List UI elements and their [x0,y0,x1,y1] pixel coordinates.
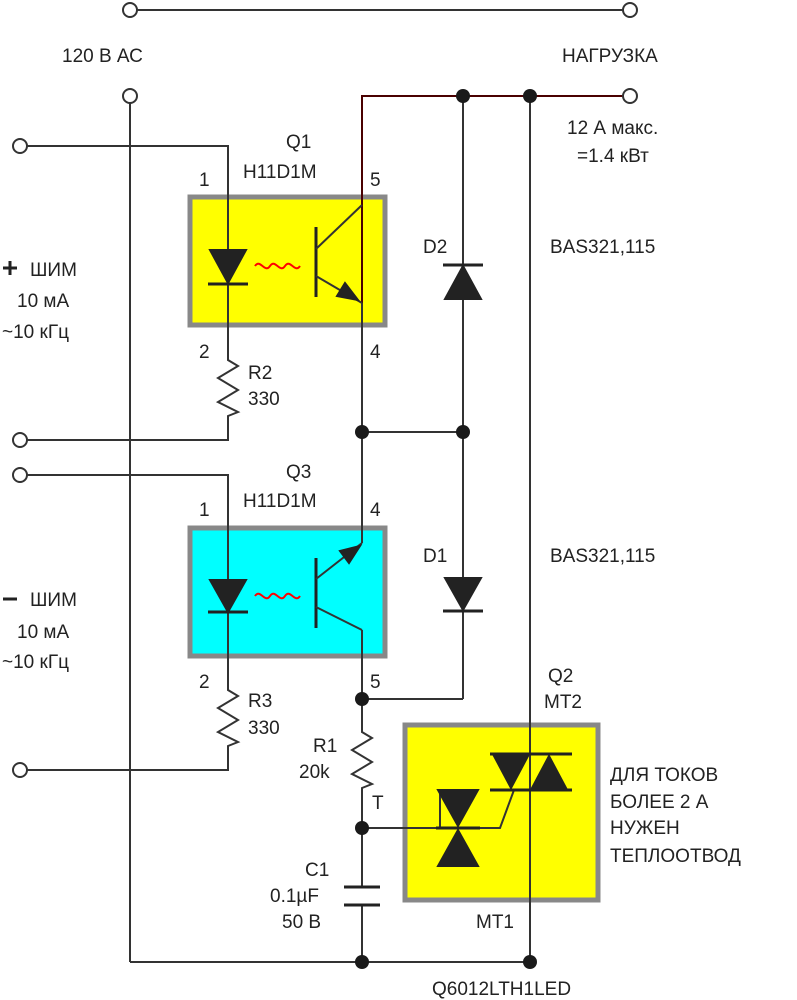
label-q1-name: Q1 [286,132,311,153]
label-q1-pin1: 1 [199,170,210,191]
junctions [355,89,537,969]
label-q1-part: H11D1M [243,162,317,183]
label-q1-pin4: 4 [370,342,381,363]
label-pwm-minus-current: 10 мА [17,622,69,643]
label-q3-pin1: 1 [199,500,210,521]
c1-capacitor-icon [344,885,380,907]
terminal-pwm-plus-a [12,138,28,154]
label-c1-voltage: 50 В [282,912,321,933]
label-q2-name: Q2 [548,666,573,687]
label-d1-name: D1 [423,546,447,567]
label-q2-mt1: MT1 [476,912,514,933]
label-load: НАГРУЗКА [562,46,658,67]
terminal-top-right [622,2,638,18]
label-q2-mt2: MT2 [544,692,582,713]
pwm-plus-sign-icon [3,261,17,275]
terminal-ac-source [122,88,138,104]
terminal-pwm-minus-a [12,467,28,483]
terminal-top-left [122,2,138,18]
label-heatsink-2: БОЛЕЕ 2 А [610,792,709,813]
d2-diode-icon [443,263,483,300]
label-q1-pin5: 5 [370,170,381,191]
label-c1-name: C1 [305,860,329,881]
label-pwm-minus: ШИМ [30,590,77,611]
r2-resistor-icon [215,355,241,420]
label-q2-part: Q6012LTH1LED [432,979,571,1000]
label-d2-part: BAS321,115 [550,237,655,258]
q1-phototransistor-icon [314,204,363,304]
q1-light-icon [254,262,301,270]
label-q3-pin2: 2 [199,672,210,693]
label-q1-pin2: 2 [199,342,210,363]
terminal-pwm-minus-b [12,762,28,778]
label-r3-value: 330 [248,718,280,739]
label-source: 120 В АС [62,46,143,67]
terminal-load [622,88,638,104]
label-c1-value: 0.1µF [270,886,319,907]
label-d2-name: D2 [423,237,447,258]
q2-triac-icon [436,752,572,867]
q1-led-icon [208,249,248,286]
label-pwm-plus-freq: ~10 кГц [2,322,69,343]
label-load-current: 12 А макс. [567,118,658,139]
q3-phototransistor-icon [314,542,363,631]
label-pwm-plus-current: 10 мА [17,291,69,312]
r3-resistor-icon [215,685,241,750]
label-heatsink-1: ДЛЯ ТОКОВ [610,765,718,786]
label-d1-part: BAS321,115 [550,546,655,567]
label-pwm-minus-freq: ~10 кГц [2,652,69,673]
label-q3-part: H11D1M [243,491,317,512]
r1-resistor-icon [349,727,375,792]
label-r2-name: R2 [248,363,272,384]
label-r2-value: 330 [248,389,280,410]
label-heatsink-3: НУЖЕН [610,818,680,839]
wiring [20,9,630,963]
label-q3-name: Q3 [286,462,311,483]
label-q3-pin5: 5 [370,672,381,693]
label-r1-name: R1 [313,736,337,757]
label-q3-pin4: 4 [370,500,381,521]
terminals [12,2,638,778]
label-heatsink-4: ТЕПЛООТВОД [610,846,741,867]
label-load-power: =1.4 кВт [577,146,649,167]
q2-triac-body [402,722,601,903]
terminal-pwm-plus-b [12,432,28,448]
label-r3-name: R3 [248,691,272,712]
label-gate: T [372,793,384,814]
q3-light-icon [254,592,301,600]
q3-led-icon [208,579,248,615]
d1-diode-icon [443,577,483,613]
label-pwm-plus: ШИМ [30,260,77,281]
label-r1-value: 20k [299,762,330,783]
